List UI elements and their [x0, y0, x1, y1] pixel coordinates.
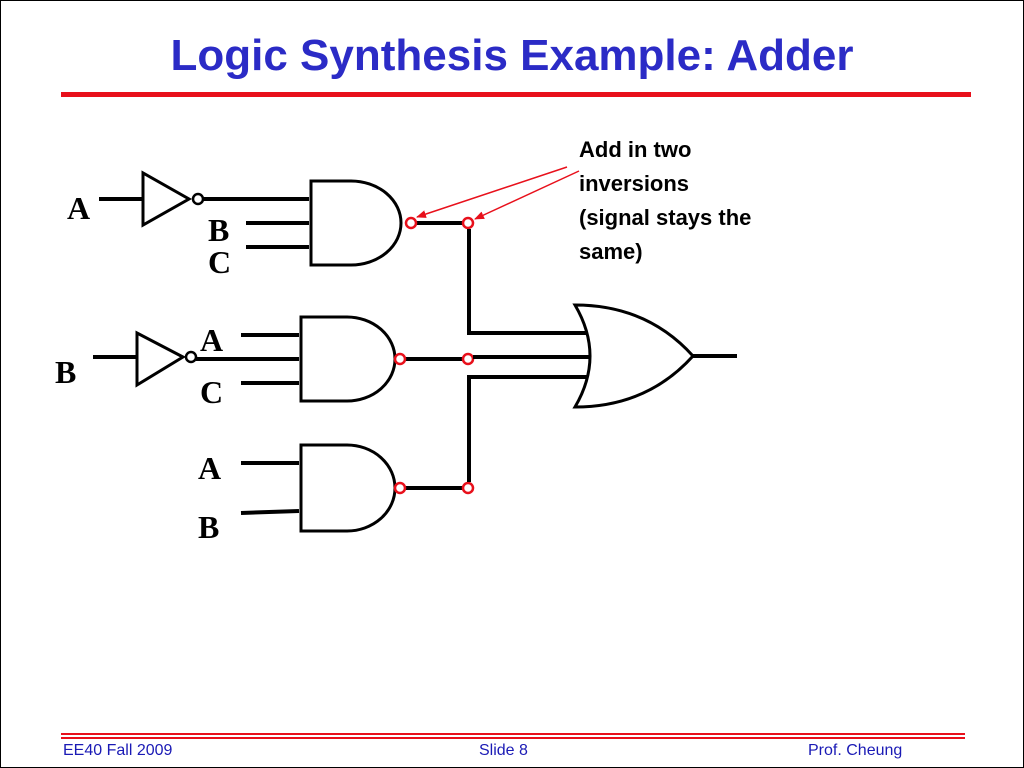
signal-label: A: [67, 190, 90, 226]
and-gate-1: [309, 179, 403, 267]
and-gate-2: [299, 315, 397, 403]
gate2-group: B A C: [55, 315, 475, 410]
inversion-bubble-g1-net: [461, 216, 475, 230]
inversion-bubble-g1-out: [404, 216, 418, 230]
or-routing: [467, 229, 599, 482]
footer-rule-top: [61, 733, 965, 735]
title-rule: [61, 92, 971, 97]
annotation-line: Add in two: [579, 137, 692, 162]
footer-author: Prof. Cheung: [808, 742, 903, 759]
footer-course: EE40 Fall 2009: [63, 742, 173, 759]
not-gate-2-bubble: [184, 350, 198, 364]
inversion-bubble-g2-out: [393, 352, 407, 366]
gate3-group: A B: [198, 443, 475, 545]
footer-rule-bottom: [61, 737, 965, 739]
gate1-group: A B C: [67, 170, 475, 280]
inversion-bubble-g3-out: [393, 481, 407, 495]
inversion-bubble-g2-net: [461, 352, 475, 366]
signal-label: B: [208, 212, 229, 248]
not-gate-2: [135, 330, 187, 388]
signal-label: C: [208, 244, 231, 280]
inversion-bubble-g3-net: [461, 481, 475, 495]
not-gate-1: [141, 170, 193, 228]
annotation-line: same): [579, 239, 643, 264]
annotation-line: (signal stays the: [579, 205, 752, 230]
signal-label: C: [200, 374, 223, 410]
signal-label: A: [198, 450, 221, 486]
annotation-arrow-2: [474, 170, 580, 220]
signal-label: B: [55, 354, 76, 390]
not-gate-1-bubble: [191, 192, 205, 206]
annotation-arrow-1: [416, 166, 568, 218]
annotation-note: Add in two inversions (signal stays the …: [579, 133, 819, 269]
footer-slide-number: Slide 8: [479, 742, 528, 759]
signal-label: B: [198, 509, 219, 545]
slide-title: Logic Synthesis Example: Adder: [170, 31, 854, 80]
and-gate-3: [299, 443, 397, 533]
signal-label: A: [200, 322, 223, 358]
wire-g3-in2: [240, 509, 300, 515]
annotation-line: inversions: [579, 171, 690, 196]
or-gate: [572, 303, 696, 409]
